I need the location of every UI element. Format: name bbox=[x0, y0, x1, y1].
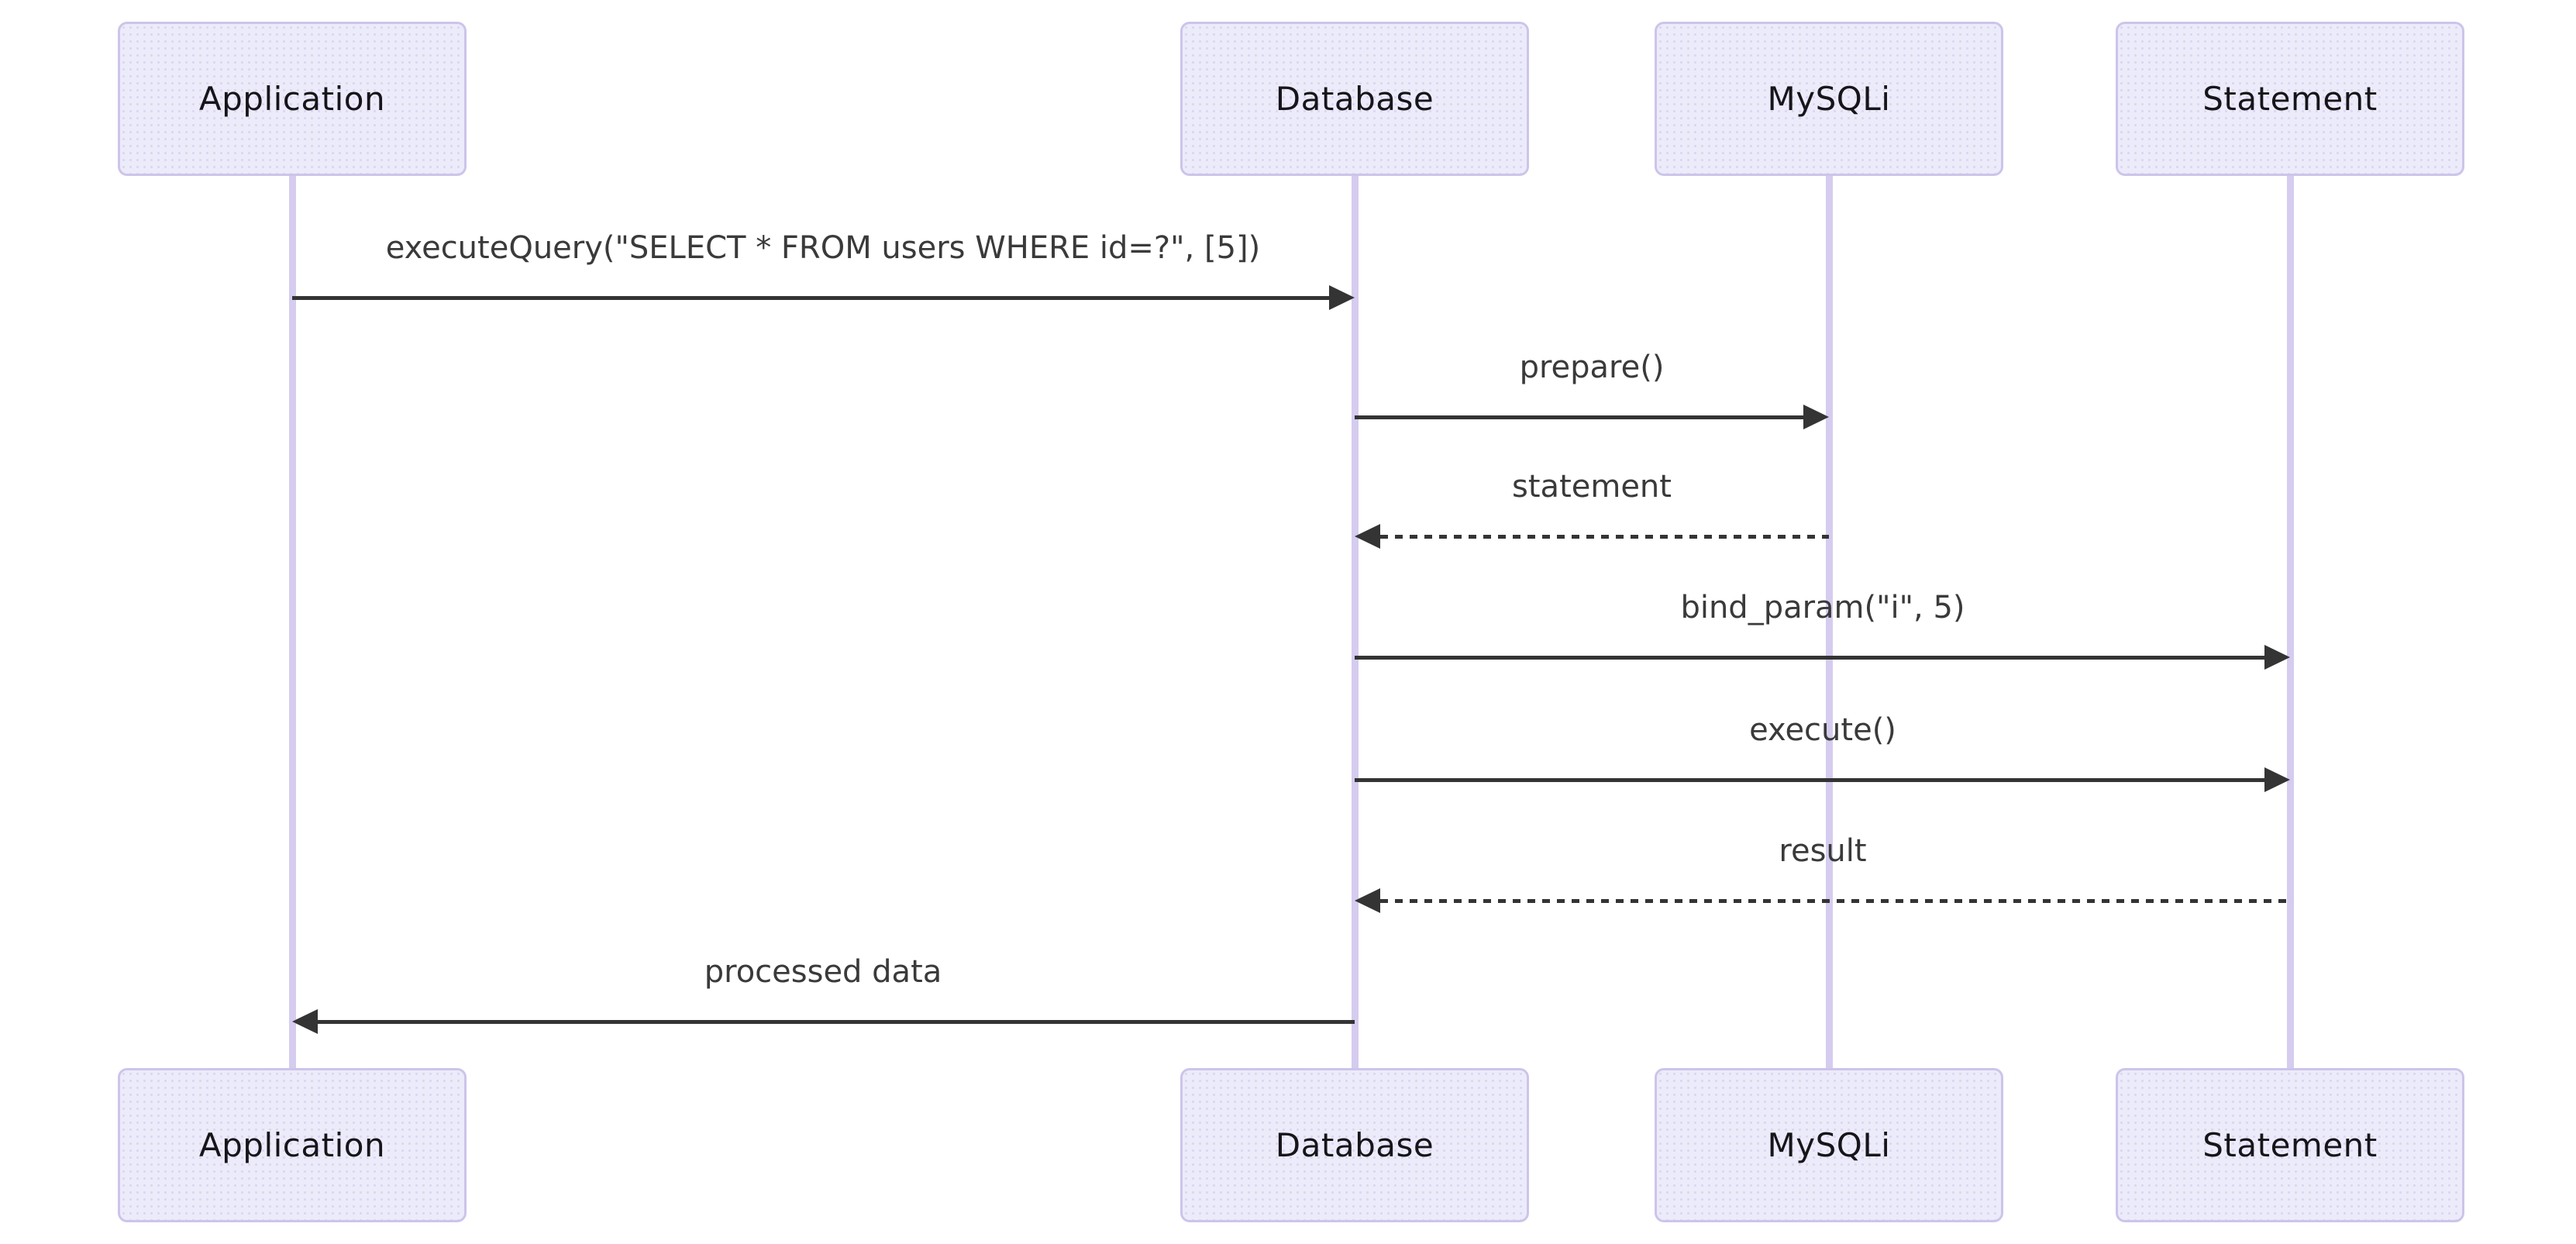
message-label: statement bbox=[1512, 469, 1672, 505]
actor-box-mysqli-bottom: MySQLi bbox=[1655, 1068, 2003, 1222]
message-arrow bbox=[292, 296, 1331, 300]
message-arrow bbox=[1355, 415, 1806, 419]
message-label: prepare() bbox=[1519, 350, 1665, 385]
message-label: result bbox=[1779, 833, 1867, 869]
message-arrow bbox=[318, 1020, 1355, 1024]
actor-box-database-bottom: Database bbox=[1180, 1068, 1529, 1222]
actor-box-application-bottom: Application bbox=[118, 1068, 467, 1222]
arrowhead-left-icon bbox=[1355, 888, 1380, 913]
message-return-arrow bbox=[1380, 899, 2290, 903]
actor-box-statement-top: Statement bbox=[2116, 22, 2464, 176]
message-label: bind_param("i", 5) bbox=[1680, 590, 1965, 625]
lifeline-statement bbox=[2287, 176, 2294, 1068]
lifeline-database bbox=[1352, 176, 1359, 1068]
actor-box-statement-bottom: Statement bbox=[2116, 1068, 2464, 1222]
actor-box-database-top: Database bbox=[1180, 22, 1529, 176]
arrowhead-right-icon bbox=[1329, 285, 1355, 310]
message-label: processed data bbox=[704, 954, 942, 990]
arrowhead-left-icon bbox=[1355, 524, 1380, 549]
message-arrow bbox=[1355, 778, 2267, 782]
lifeline-mysqli bbox=[1826, 176, 1833, 1068]
arrowhead-right-icon bbox=[2264, 767, 2290, 792]
arrowhead-right-icon bbox=[1803, 405, 1829, 429]
message-label: executeQuery("SELECT * FROM users WHERE … bbox=[385, 230, 1261, 266]
arrowhead-left-icon bbox=[292, 1009, 318, 1034]
message-label: execute() bbox=[1749, 712, 1896, 748]
arrowhead-right-icon bbox=[2264, 645, 2290, 670]
actor-box-mysqli-top: MySQLi bbox=[1655, 22, 2003, 176]
lifeline-application bbox=[289, 176, 296, 1068]
message-return-arrow bbox=[1380, 535, 1829, 539]
actor-box-application-top: Application bbox=[118, 22, 467, 176]
message-arrow bbox=[1355, 656, 2267, 660]
